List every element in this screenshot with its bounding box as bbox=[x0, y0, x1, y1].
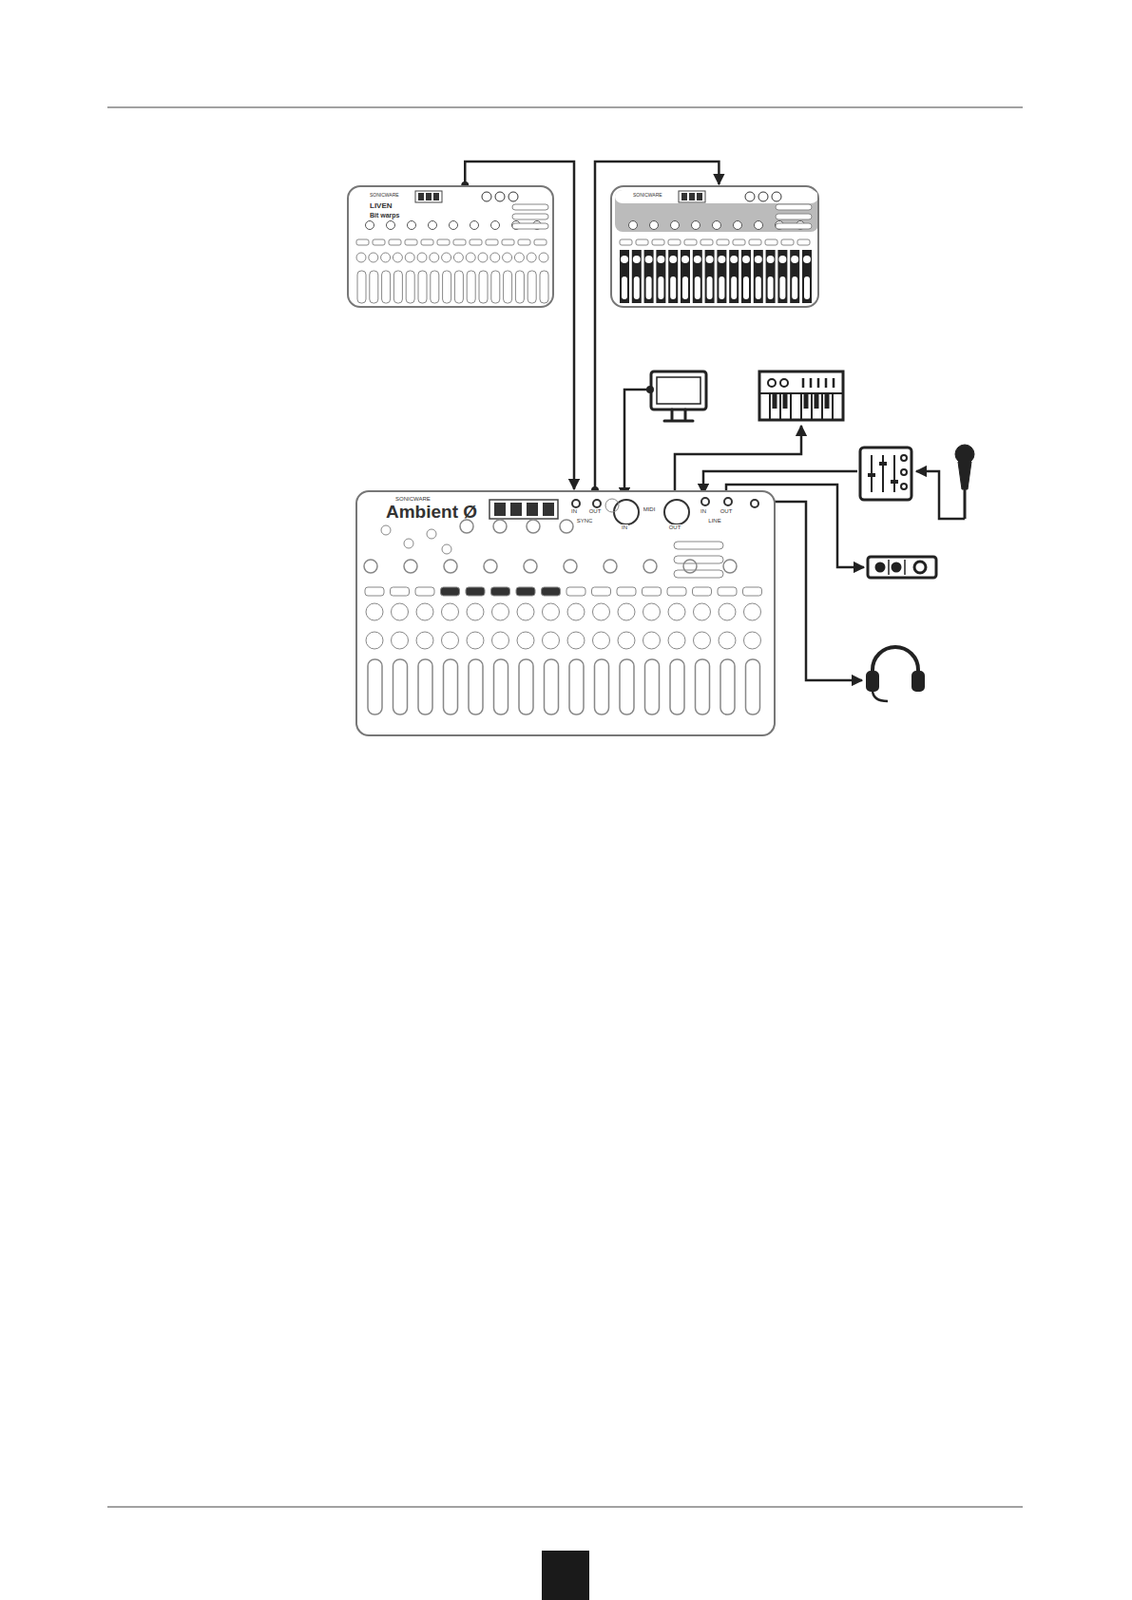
brand-name: SONICWARE bbox=[369, 192, 400, 199]
jack-label: IN bbox=[699, 508, 708, 515]
header-rule bbox=[107, 107, 1023, 109]
computer-icon bbox=[651, 371, 707, 422]
jack-label: SYNC bbox=[575, 518, 595, 524]
jack-label: OUT bbox=[719, 508, 734, 515]
product-name: Ambient Ø bbox=[385, 502, 478, 523]
jack-label: OUT bbox=[588, 508, 603, 515]
jack-label: OUT bbox=[668, 524, 683, 531]
page-number-tab bbox=[541, 1551, 590, 1600]
mic-cable bbox=[916, 471, 965, 519]
panel-drawing bbox=[612, 187, 818, 307]
keyboard-icon bbox=[759, 371, 844, 421]
panel-details bbox=[356, 191, 549, 304]
product-name: Bit warps bbox=[369, 211, 401, 220]
jack-label: IN bbox=[620, 524, 629, 531]
brand-name: SONICWARE bbox=[633, 192, 663, 199]
microphone-icon bbox=[955, 444, 975, 519]
panel-drawing bbox=[357, 492, 774, 735]
mixer-icon bbox=[860, 447, 912, 500]
device-panel: SONICWARE LIVENBit warps bbox=[346, 185, 555, 308]
device-panel: SONICWAREAmbient Ø bbox=[355, 490, 776, 737]
cable-plug bbox=[646, 385, 757, 506]
brand-name: LIVEN bbox=[369, 202, 393, 212]
midi-out-cable bbox=[674, 425, 802, 499]
device-panel: SONICWARE bbox=[610, 185, 820, 308]
jack-label: MIDI bbox=[642, 506, 657, 513]
midi-in-cable bbox=[624, 389, 651, 499]
jack-label: LINE bbox=[707, 518, 722, 524]
headphones-icon bbox=[867, 647, 923, 702]
brand-name: SONICWARE bbox=[395, 496, 431, 503]
audio-interface-icon bbox=[867, 556, 937, 578]
panel-details bbox=[614, 190, 818, 304]
jack-label: IN bbox=[570, 508, 578, 515]
panel-details bbox=[364, 498, 763, 715]
footer-rule bbox=[107, 1507, 1023, 1509]
